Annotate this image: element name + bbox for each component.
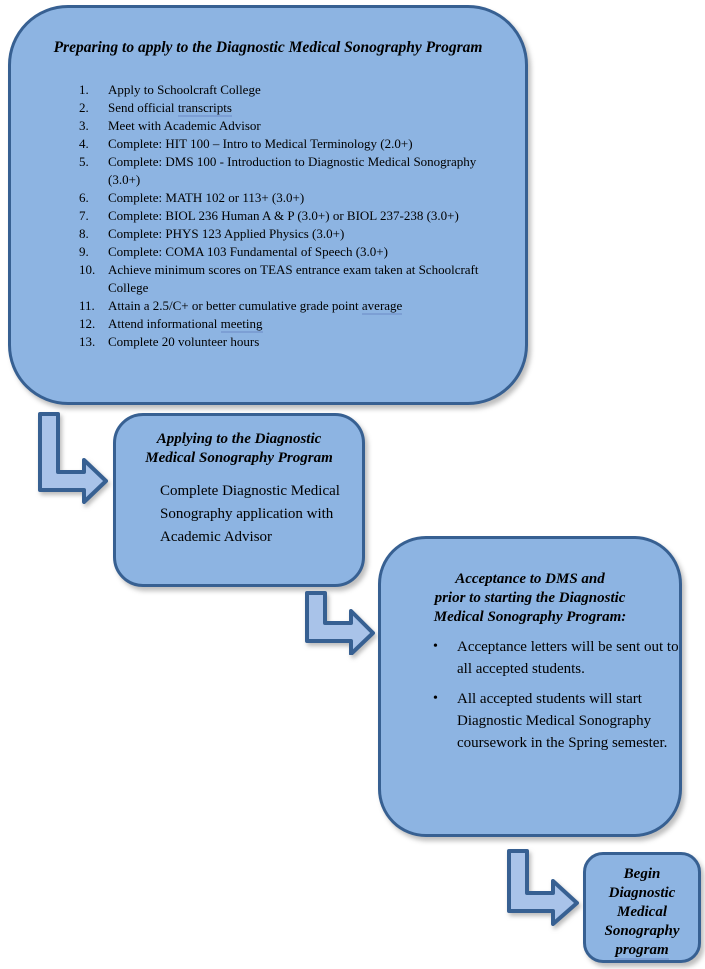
box-begin-line3: Medical xyxy=(617,904,667,920)
list-item-text: Complete: BIOL 236 Human A & P (3.0+) or… xyxy=(108,207,508,225)
numbered-list-item: 10. Achieve minimum scores on TEAS entran… xyxy=(79,261,525,297)
numbered-list-item: 13. Complete 20 volunteer hours xyxy=(79,333,525,351)
numbered-list-item: 8. Complete: PHYS 123 Applied Physics (3.… xyxy=(79,225,525,243)
elbow-arrow-1 xyxy=(38,412,108,504)
numbered-list-item: 4. Complete: HIT 100 – Intro to Medical T… xyxy=(79,135,525,153)
box-applying-body: Complete Diagnostic Medical Sonography a… xyxy=(160,483,340,545)
box-preparing: Preparing to apply to the Diagnostic Med… xyxy=(8,5,528,405)
list-item-text-plain: Apply to Schoolcraft College xyxy=(108,82,261,97)
list-item-text-plain: Meet with Academic Advisor xyxy=(108,118,261,133)
list-item-text-plain: Complete: MATH 102 or 113+ (3.0+) xyxy=(108,190,305,205)
numbered-list-item: 9. Complete: COMA 103 Fundamental of Spee… xyxy=(79,243,525,261)
box-begin-line4: Sonography xyxy=(604,923,680,939)
acceptance-bullets-list: • Acceptance letters will be sent out to … xyxy=(381,636,679,754)
list-item-number: 9. xyxy=(79,244,89,259)
list-item-text: Complete: PHYS 123 Applied Physics (3.0+… xyxy=(108,225,508,243)
list-item-text: Apply to Schoolcraft College xyxy=(108,81,508,99)
numbered-list-item: 2. Send official transcripts xyxy=(79,99,525,117)
numbered-list-item: 3. Meet with Academic Advisor xyxy=(79,117,525,135)
box-preparing-title: Preparing to apply to the Diagnostic Med… xyxy=(53,39,483,56)
list-item-number: 4. xyxy=(79,136,89,151)
list-item-text-plain: Send official xyxy=(108,100,178,115)
bullet-item-text: All accepted students will start Diagnos… xyxy=(457,691,668,751)
list-item-text: Send official transcripts xyxy=(108,99,508,117)
list-item-text-plain: Complete: BIOL 236 Human A & P (3.0+) or… xyxy=(108,208,459,223)
box-applying-title-line2: Medical Sonography Program xyxy=(145,450,333,466)
box-acceptance: Acceptance to DMS and prior to starting … xyxy=(378,536,682,837)
list-item-number: 1. xyxy=(79,82,89,97)
box-begin: Begin Diagnostic Medical Sonography prog… xyxy=(583,852,701,963)
list-item-number: 2. xyxy=(79,100,89,115)
list-item-text-plain: Attain a 2.5/C+ or better cumulative gra… xyxy=(108,298,362,313)
list-item-text-plain: Complete: PHYS 123 Applied Physics (3.0+… xyxy=(108,226,345,241)
list-item-text-plain: Achieve minimum scores on TEAS entrance … xyxy=(108,262,479,295)
bullet-icon: • xyxy=(433,691,438,706)
list-item-text-plain: Complete 20 volunteer hours xyxy=(108,334,260,349)
list-item-number: 13. xyxy=(79,334,96,349)
list-item-text: Attain a 2.5/C+ or better cumulative gra… xyxy=(108,297,508,315)
list-item-number: 5. xyxy=(79,154,89,169)
program-link[interactable]: program xyxy=(615,942,669,960)
list-item-text-plain: Attend informational xyxy=(108,316,221,331)
bullet-list-item: • Acceptance letters will be sent out to … xyxy=(381,636,679,680)
elbow-arrow-2 xyxy=(305,591,375,655)
numbered-list-item: 7. Complete: BIOL 236 Human A & P (3.0+) … xyxy=(79,207,525,225)
average-link[interactable]: average xyxy=(361,298,403,315)
list-item-text: Meet with Academic Advisor xyxy=(108,117,508,135)
preparing-steps-list: 1. Apply to Schoolcraft College 2. Send off… xyxy=(11,81,525,351)
box-begin-line1: Begin xyxy=(623,866,661,882)
box-applying-title-line1: Applying to the Diagnostic xyxy=(156,431,322,447)
bullet-list-item: • All accepted students will start Diagno… xyxy=(381,688,679,754)
list-item-text: Achieve minimum scores on TEAS entrance … xyxy=(108,261,508,297)
list-item-number: 12. xyxy=(79,316,96,331)
box-applying-title: Applying to the Diagnostic Medical Sonog… xyxy=(116,430,362,468)
box-begin-line2: Diagnostic xyxy=(608,885,676,901)
numbered-list-item: 1. Apply to Schoolcraft College xyxy=(79,81,525,99)
list-item-text: Complete: MATH 102 or 113+ (3.0+) xyxy=(108,189,508,207)
bullet-icon: • xyxy=(433,639,438,654)
numbered-list-item: 6. Complete: MATH 102 or 113+ (3.0+) xyxy=(79,189,525,207)
numbered-list-item: 5. Complete: DMS 100 - Introduction to Di… xyxy=(79,153,525,189)
list-item-text: Complete 20 volunteer hours xyxy=(108,333,508,351)
elbow-arrow-3 xyxy=(507,849,579,926)
meeting-link[interactable]: meeting xyxy=(220,316,263,333)
box-acceptance-title-line1: Acceptance to DMS and xyxy=(455,571,605,587)
numbered-list-item: 12. Attend informational meeting xyxy=(79,315,525,333)
list-item-text: Complete: COMA 103 Fundamental of Speech… xyxy=(108,243,508,261)
box-begin-text: Begin Diagnostic Medical Sonography prog… xyxy=(586,865,698,960)
numbered-list-item: 11. Attain a 2.5/C+ or better cumulative … xyxy=(79,297,525,315)
list-item-number: 3. xyxy=(79,118,89,133)
list-item-number: 11. xyxy=(79,298,95,313)
list-item-number: 7. xyxy=(79,208,89,223)
list-item-number: 6. xyxy=(79,190,89,205)
list-item-text-plain: Complete: DMS 100 - Introduction to Diag… xyxy=(108,154,477,187)
box-acceptance-title-line3: Medical Sonography Program: xyxy=(433,609,627,625)
transcripts-link[interactable]: transcripts xyxy=(177,100,232,117)
box-acceptance-title: Acceptance to DMS and prior to starting … xyxy=(381,570,679,627)
bullet-item-text: Acceptance letters will be sent out to a… xyxy=(457,639,679,677)
list-item-text-plain: Complete: HIT 100 – Intro to Medical Ter… xyxy=(108,136,413,151)
list-item-text: Complete: HIT 100 – Intro to Medical Ter… xyxy=(108,135,508,153)
box-acceptance-title-line2: prior to starting the Diagnostic xyxy=(434,590,626,606)
box-applying: Applying to the Diagnostic Medical Sonog… xyxy=(113,413,365,587)
list-item-number: 8. xyxy=(79,226,89,241)
list-item-text: Attend informational meeting xyxy=(108,315,508,333)
list-item-text-plain: Complete: COMA 103 Fundamental of Speech… xyxy=(108,244,388,259)
list-item-number: 10. xyxy=(79,262,96,277)
list-item-text: Complete: DMS 100 - Introduction to Diag… xyxy=(108,153,508,189)
